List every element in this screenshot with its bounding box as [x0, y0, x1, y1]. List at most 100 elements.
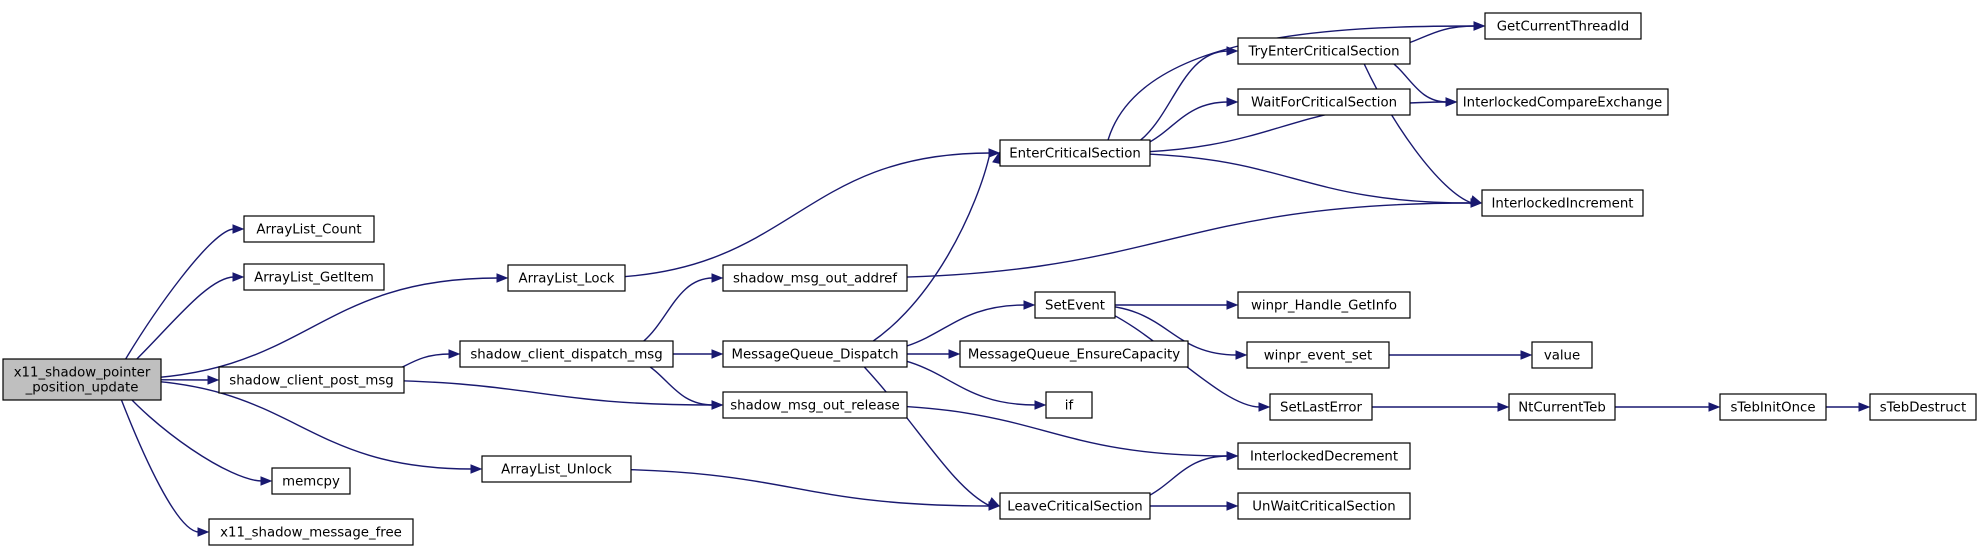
node-interlockeddecrement[interactable]: InterlockedDecrement — [1237, 442, 1411, 470]
node-x11-shadow-pointer-position-update[interactable]: x11_shadow_pointer_position_update — [2, 358, 162, 401]
edge-line — [112, 379, 200, 533]
arrowhead — [232, 272, 245, 282]
edge-line — [113, 277, 499, 381]
node-shadow-client-post-msg[interactable]: shadow_client_post_msg — [218, 366, 405, 394]
node-x11-shadow-message-free[interactable]: x11_shadow_message_free — [208, 518, 414, 546]
node-label: x11_shadow_pointer — [14, 366, 151, 381]
edge-line — [851, 404, 1229, 457]
node-arraylist-getitem[interactable]: ArrayList_GetItem — [243, 263, 385, 291]
edge-line — [112, 228, 235, 380]
node-label: shadow_msg_out_release — [730, 399, 899, 414]
edge-mqd-to-ecs — [851, 151, 1002, 355]
node-interlockedcompareexchange[interactable]: InterlockedCompareExchange — [1456, 88, 1669, 116]
node-box — [1484, 12, 1642, 40]
arrowhead — [470, 464, 483, 474]
node-shadow-msg-out-release[interactable]: shadow_msg_out_release — [722, 391, 908, 419]
node-arraylist-lock[interactable]: ArrayList_Lock — [507, 264, 626, 292]
arrowhead — [1858, 402, 1871, 412]
edge-ecs-to-tecs — [1104, 46, 1239, 154]
node-box — [1719, 393, 1827, 421]
node-label: shadow_msg_out_addref — [733, 272, 897, 287]
node-setlasterror[interactable]: SetLastError — [1269, 393, 1373, 421]
arrowhead — [1226, 451, 1239, 461]
node-label: InterlockedCompareExchange — [1463, 96, 1663, 111]
node-winpr-handle-getinfo[interactable]: winpr_Handle_GetInfo — [1237, 291, 1411, 319]
node-box — [218, 366, 405, 394]
node-label: winpr_event_set — [1264, 349, 1372, 364]
edge-line — [589, 152, 991, 279]
node-value[interactable]: value — [1531, 341, 1593, 369]
arrowhead — [207, 375, 220, 385]
edge-line — [851, 353, 991, 507]
node-label: InterlockedIncrement — [1492, 197, 1634, 212]
arrowhead — [448, 349, 461, 359]
node-interlockedincrement[interactable]: InterlockedIncrement — [1481, 189, 1644, 217]
node-box — [1456, 88, 1669, 116]
arrowhead — [987, 497, 1001, 507]
node-box — [1869, 393, 1977, 421]
node-box — [1237, 442, 1411, 470]
node-label: SetLastError — [1280, 401, 1362, 416]
node-arraylist-count[interactable]: ArrayList_Count — [243, 215, 375, 243]
node-label: WaitForCriticalSection — [1251, 96, 1397, 111]
node-box — [722, 264, 908, 292]
arrowhead — [1023, 300, 1036, 310]
node-arraylist-unlock[interactable]: ArrayList_Unlock — [481, 455, 632, 483]
arrowhead — [988, 148, 1001, 158]
node-leavecriticalsection[interactable]: LeaveCriticalSection — [999, 492, 1151, 520]
node-messagequeue-dispatch[interactable]: MessageQueue_Dispatch — [722, 340, 908, 368]
node-label: shadow_client_post_msg — [229, 374, 393, 389]
node-waitforcriticalsection[interactable]: WaitForCriticalSection — [1237, 88, 1411, 116]
node-getcurrentthreadid[interactable]: GetCurrentThreadId — [1484, 12, 1642, 40]
node-box — [208, 518, 414, 546]
node-box — [481, 455, 632, 483]
node-box — [1481, 189, 1644, 217]
node-winpr-event-set[interactable]: winpr_event_set — [1246, 341, 1390, 369]
node-box — [2, 358, 162, 401]
node-memcpy[interactable]: memcpy — [271, 467, 351, 495]
arrowhead — [1497, 402, 1510, 412]
node-setevent[interactable]: SetEvent — [1034, 291, 1116, 319]
arrowhead — [1226, 501, 1239, 511]
edge-tecs-to-iinc — [1357, 50, 1483, 205]
arrowhead — [1034, 400, 1047, 410]
nodes-layer: x11_shadow_pointer_position_updateArrayL… — [2, 12, 1977, 546]
node-box — [722, 391, 908, 419]
node-stebdestruct[interactable]: sTebDestruct — [1869, 393, 1977, 421]
node-stebinitonce[interactable]: sTebInitOnce — [1719, 393, 1827, 421]
node-if[interactable]: if — [1045, 391, 1093, 419]
node-tryentercriticalsection[interactable]: TryEnterCriticalSection — [1237, 37, 1411, 65]
node-unwaitcriticalsection[interactable]: UnWaitCriticalSection — [1237, 492, 1411, 520]
edge-line — [586, 468, 991, 507]
node-box — [1237, 88, 1411, 116]
node-label: x11_shadow_message_free — [220, 526, 402, 541]
arrowhead — [1708, 402, 1721, 412]
node-label: TryEnterCriticalSection — [1247, 45, 1399, 60]
arrowhead — [711, 349, 724, 359]
edge-smor-to-idec — [851, 404, 1239, 461]
edge-line — [348, 379, 714, 406]
node-label: MessageQueue_Dispatch — [731, 348, 898, 363]
arrowhead — [1235, 350, 1248, 360]
arrowhead — [197, 527, 210, 537]
node-box — [959, 340, 1189, 368]
node-box — [243, 215, 375, 243]
node-label: MessageQueue_EnsureCapacity — [968, 348, 1180, 363]
arrowhead — [948, 349, 961, 359]
edge-line — [113, 378, 473, 470]
node-shadow-client-dispatch-msg[interactable]: shadow_client_dispatch_msg — [459, 340, 674, 368]
node-label: UnWaitCriticalSection — [1252, 500, 1395, 515]
node-entercriticalsection[interactable]: EnterCriticalSection — [999, 139, 1151, 167]
node-ntcurrentteb[interactable]: NtCurrentTeb — [1508, 393, 1616, 421]
node-shadow-msg-out-addref[interactable]: shadow_msg_out_addref — [722, 264, 908, 292]
node-box — [271, 467, 351, 495]
edge-line — [851, 202, 1473, 279]
arrowhead — [1258, 402, 1271, 412]
arrowhead — [232, 224, 245, 234]
edge-smoa-to-iinc — [851, 198, 1483, 279]
node-box — [999, 492, 1151, 520]
node-messagequeue-ensurecapacity[interactable]: MessageQueue_EnsureCapacity — [959, 340, 1189, 368]
arrowhead — [1226, 300, 1239, 310]
node-label: SetEvent — [1045, 299, 1105, 314]
